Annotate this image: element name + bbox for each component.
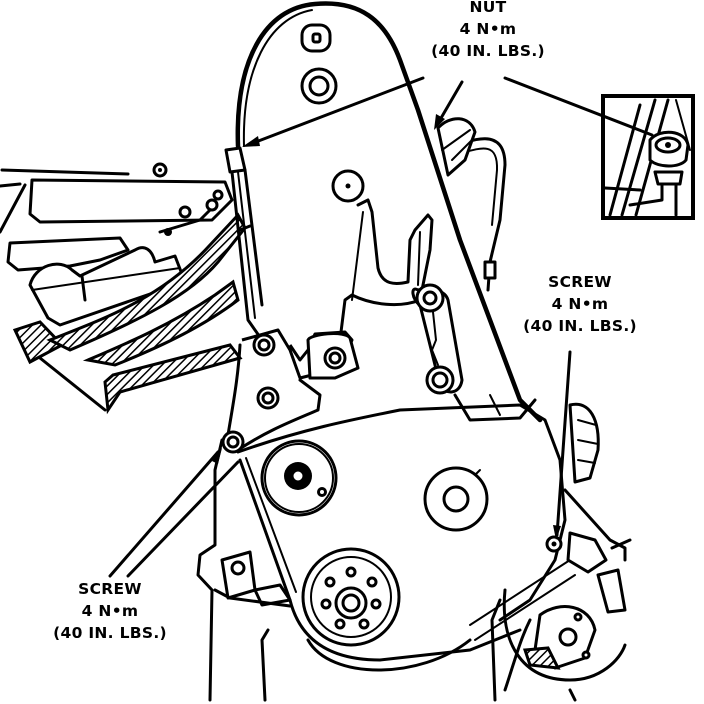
leader-lines	[108, 76, 654, 578]
intake-manifold	[0, 162, 252, 415]
screw-right-leader	[555, 350, 572, 537]
nut-callout: NUT 4 N•m (40 IN. LBS.)	[413, 0, 563, 62]
screw-left-leader-a	[108, 450, 220, 578]
arrowhead-icon	[434, 114, 445, 130]
upper-timing-cover	[224, 1, 543, 423]
nut-torque-imperial: (40 IN. LBS.)	[431, 42, 545, 60]
nut-torque-metric: 4 N•m	[459, 20, 517, 38]
arrowhead-icon	[553, 525, 561, 540]
right-accessories	[502, 402, 632, 702]
screw-right-torque-metric: 4 N•m	[551, 295, 609, 313]
lower-timing-cover	[213, 403, 576, 672]
screw-left-torque-imperial: (40 IN. LBS.)	[53, 624, 167, 642]
nut-label: NUT	[469, 0, 507, 16]
screw-right-torque-imperial: (40 IN. LBS.)	[523, 317, 637, 335]
screw-left-torque-metric: 4 N•m	[81, 602, 139, 620]
crank-sprocket-holes	[320, 566, 382, 630]
arrowhead-icon	[212, 448, 222, 464]
nut-leader-inset	[503, 76, 654, 137]
screw-left-callout: SCREW 4 N•m (40 IN. LBS.)	[30, 578, 190, 644]
screw-right-callout: SCREW 4 N•m (40 IN. LBS.)	[500, 271, 660, 337]
arrowhead-icon	[242, 136, 260, 147]
nut-detail-inset	[601, 94, 695, 220]
screw-left-label: SCREW	[78, 580, 142, 598]
screw-left-leader-b	[126, 460, 240, 578]
screw-right-label: SCREW	[548, 273, 612, 291]
left-bracket	[221, 328, 360, 454]
nut-leader-left	[246, 76, 425, 147]
